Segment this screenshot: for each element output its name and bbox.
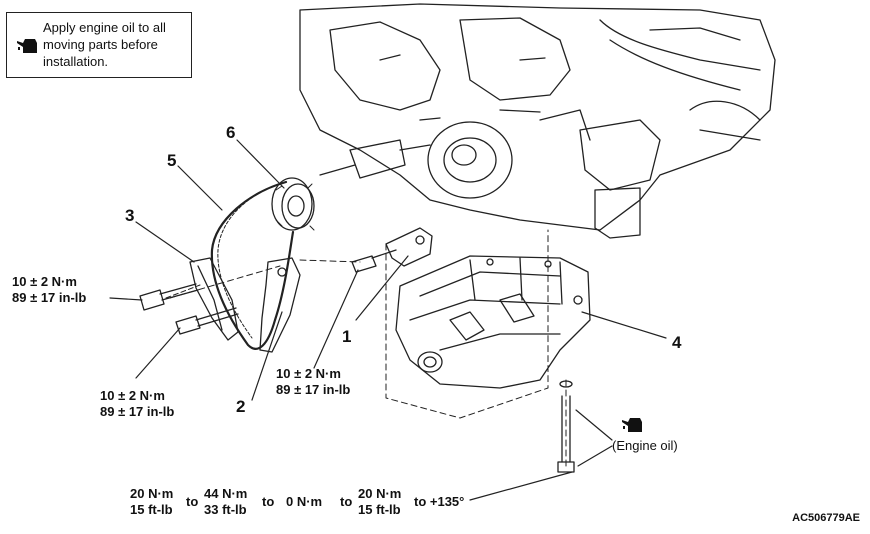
dashed-alignment	[169, 229, 567, 471]
tensioner-arm	[259, 257, 301, 353]
note-line-1: Apply engine oil to all	[43, 20, 166, 35]
engine-block	[299, 3, 776, 239]
seq-step-2-ftlb: 33 ft-lb	[204, 502, 247, 517]
figure-code: AC506779AE	[792, 512, 860, 524]
oil-can-icon	[622, 418, 642, 432]
torque-center-inlb: 89 ± 17 in-lb	[276, 382, 351, 397]
leader-lines	[109, 139, 667, 501]
oil-note-text: Apply engine oil to all moving parts bef…	[43, 19, 193, 70]
callout-3: 3	[125, 206, 135, 225]
seq-to-2: to	[262, 494, 275, 509]
oil-can-icon	[17, 39, 37, 53]
long-bolt	[557, 380, 575, 473]
callout-2: 2	[236, 397, 246, 416]
seq-step-1-nm: 20 N·m	[130, 486, 174, 501]
seq-step-4: 20 N·m 15 ft-lb	[358, 486, 401, 518]
callout-1: 1	[342, 327, 352, 346]
seq-step-1-ftlb: 15 ft-lb	[130, 502, 173, 517]
callout-5: 5	[167, 151, 177, 170]
note-line-3: installation.	[43, 54, 109, 69]
torque-upper-left-nm: 10 ± 2 N·m	[12, 274, 77, 289]
seq-step-2: 44 N·m 33 ft-lb	[204, 486, 247, 518]
torque-lower-left-nm: 10 ± 2 N·m	[100, 388, 165, 403]
callout-6: 6	[226, 123, 236, 142]
seq-step-5: to +135°	[414, 494, 465, 509]
torque-lower-left-inlb: 89 ± 17 in-lb	[100, 404, 175, 419]
left-bolts	[139, 283, 239, 335]
torque-upper-left-inlb: 89 ± 17 in-lb	[12, 290, 87, 305]
torque-upper-left: 10 ± 2 N·m 89 ± 17 in-lb	[12, 274, 86, 306]
seq-step-2-nm: 44 N·m	[204, 486, 248, 501]
torque-lower-left: 10 ± 2 N·m 89 ± 17 in-lb	[100, 388, 174, 420]
seq-step-4-ftlb: 15 ft-lb	[358, 502, 401, 517]
engine-oil-label: (Engine oil)	[612, 438, 678, 453]
note-line-2: moving parts before	[43, 37, 158, 52]
seq-step-3: 0 N·m	[286, 494, 323, 509]
seq-to-1: to	[186, 494, 199, 509]
callout-4: 4	[672, 333, 682, 352]
timing-chain	[210, 180, 295, 350]
crank-sprocket	[271, 177, 315, 231]
tensioner	[351, 227, 433, 273]
oil-note-box: Apply engine oil to all moving parts bef…	[6, 12, 192, 78]
torque-center-nm: 10 ± 2 N·m	[276, 366, 341, 381]
torque-center: 10 ± 2 N·m 89 ± 17 in-lb	[276, 366, 350, 398]
seq-to-3: to	[340, 494, 353, 509]
seq-step-4-nm: 20 N·m	[358, 486, 402, 501]
balancer-module	[395, 255, 591, 389]
seq-step-1: 20 N·m 15 ft-lb	[130, 486, 173, 518]
